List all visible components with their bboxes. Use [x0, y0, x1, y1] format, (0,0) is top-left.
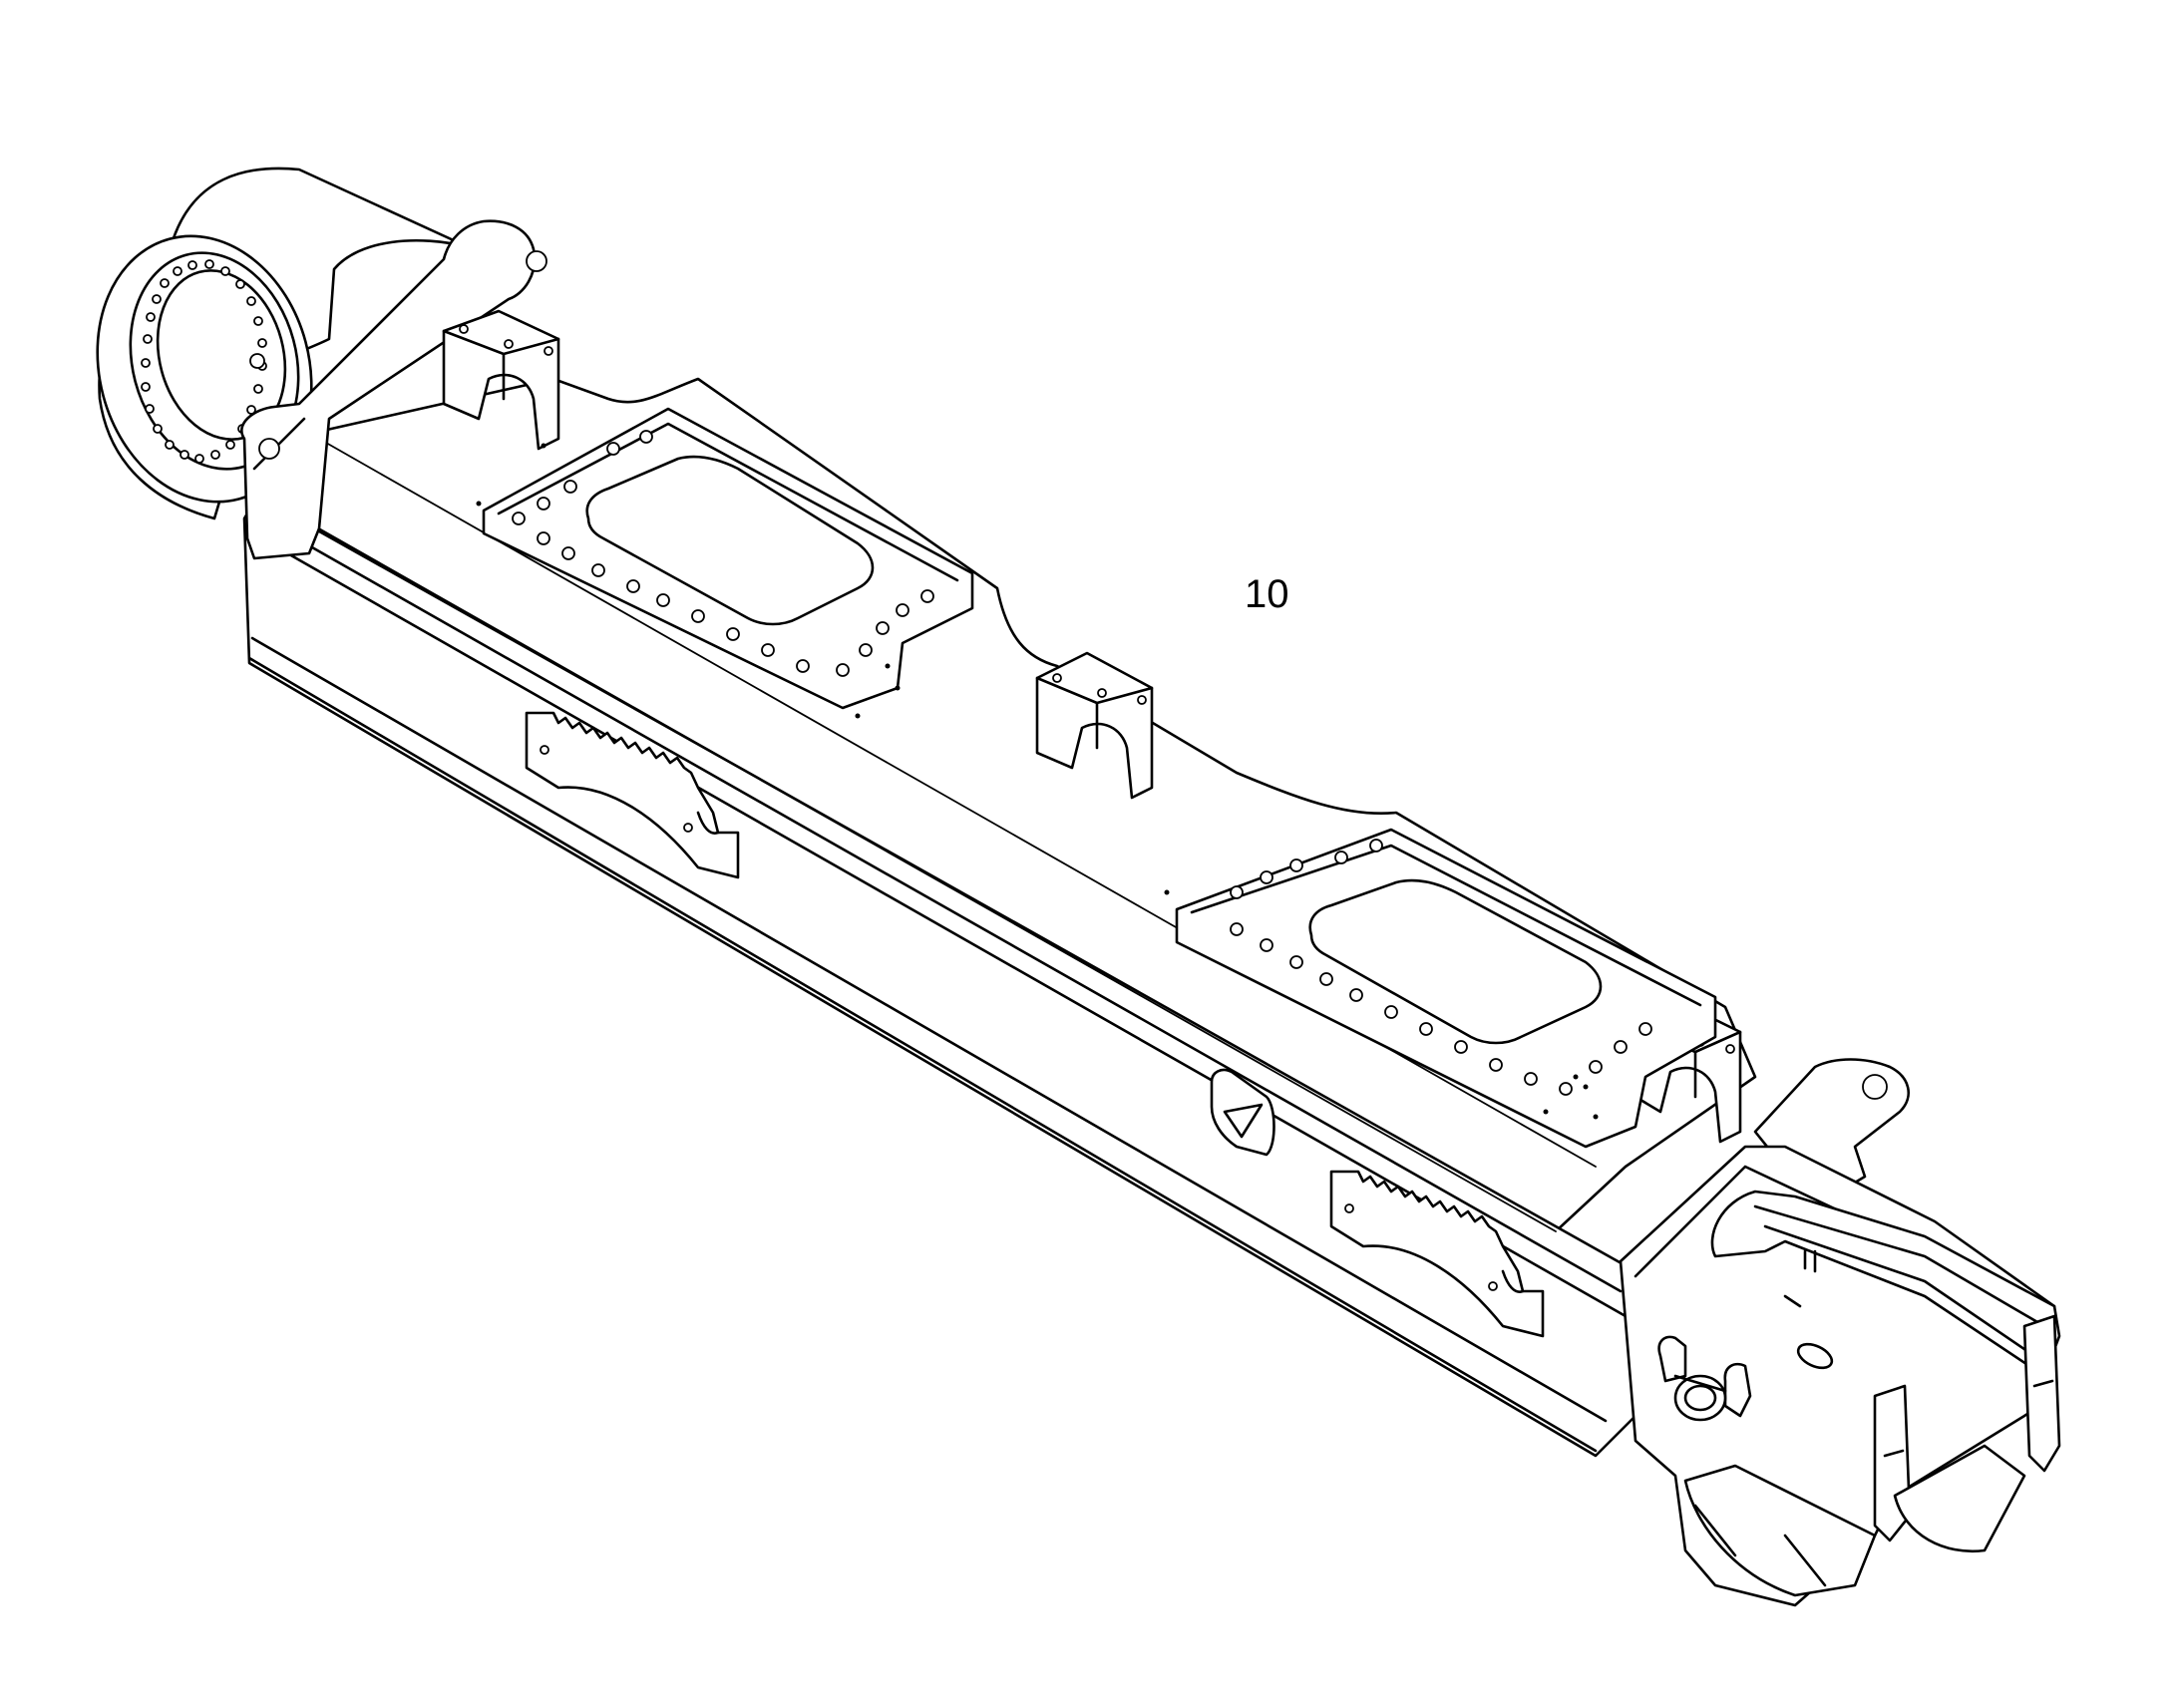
- mounting-plate-2: [1164, 828, 1717, 1149]
- latch-fitting: [1657, 1335, 1752, 1422]
- right-end-fork: [1619, 1058, 2061, 1607]
- toothed-rack-2: [1329, 1170, 1545, 1338]
- plate-2-bolt-holes: [1230, 839, 1652, 1096]
- surface-marks: [541, 443, 1579, 1080]
- cradle-saddle-1: [442, 309, 560, 451]
- access-window: [1210, 1068, 1275, 1157]
- toothed-rack-1: [525, 711, 740, 879]
- mounting-plate-1: [476, 407, 974, 719]
- left-lifting-lug: [240, 219, 547, 560]
- item-callout-10: 10: [1245, 572, 1289, 616]
- plate-1-bolt-holes: [512, 430, 934, 677]
- cradle-saddle-2: [1035, 651, 1154, 800]
